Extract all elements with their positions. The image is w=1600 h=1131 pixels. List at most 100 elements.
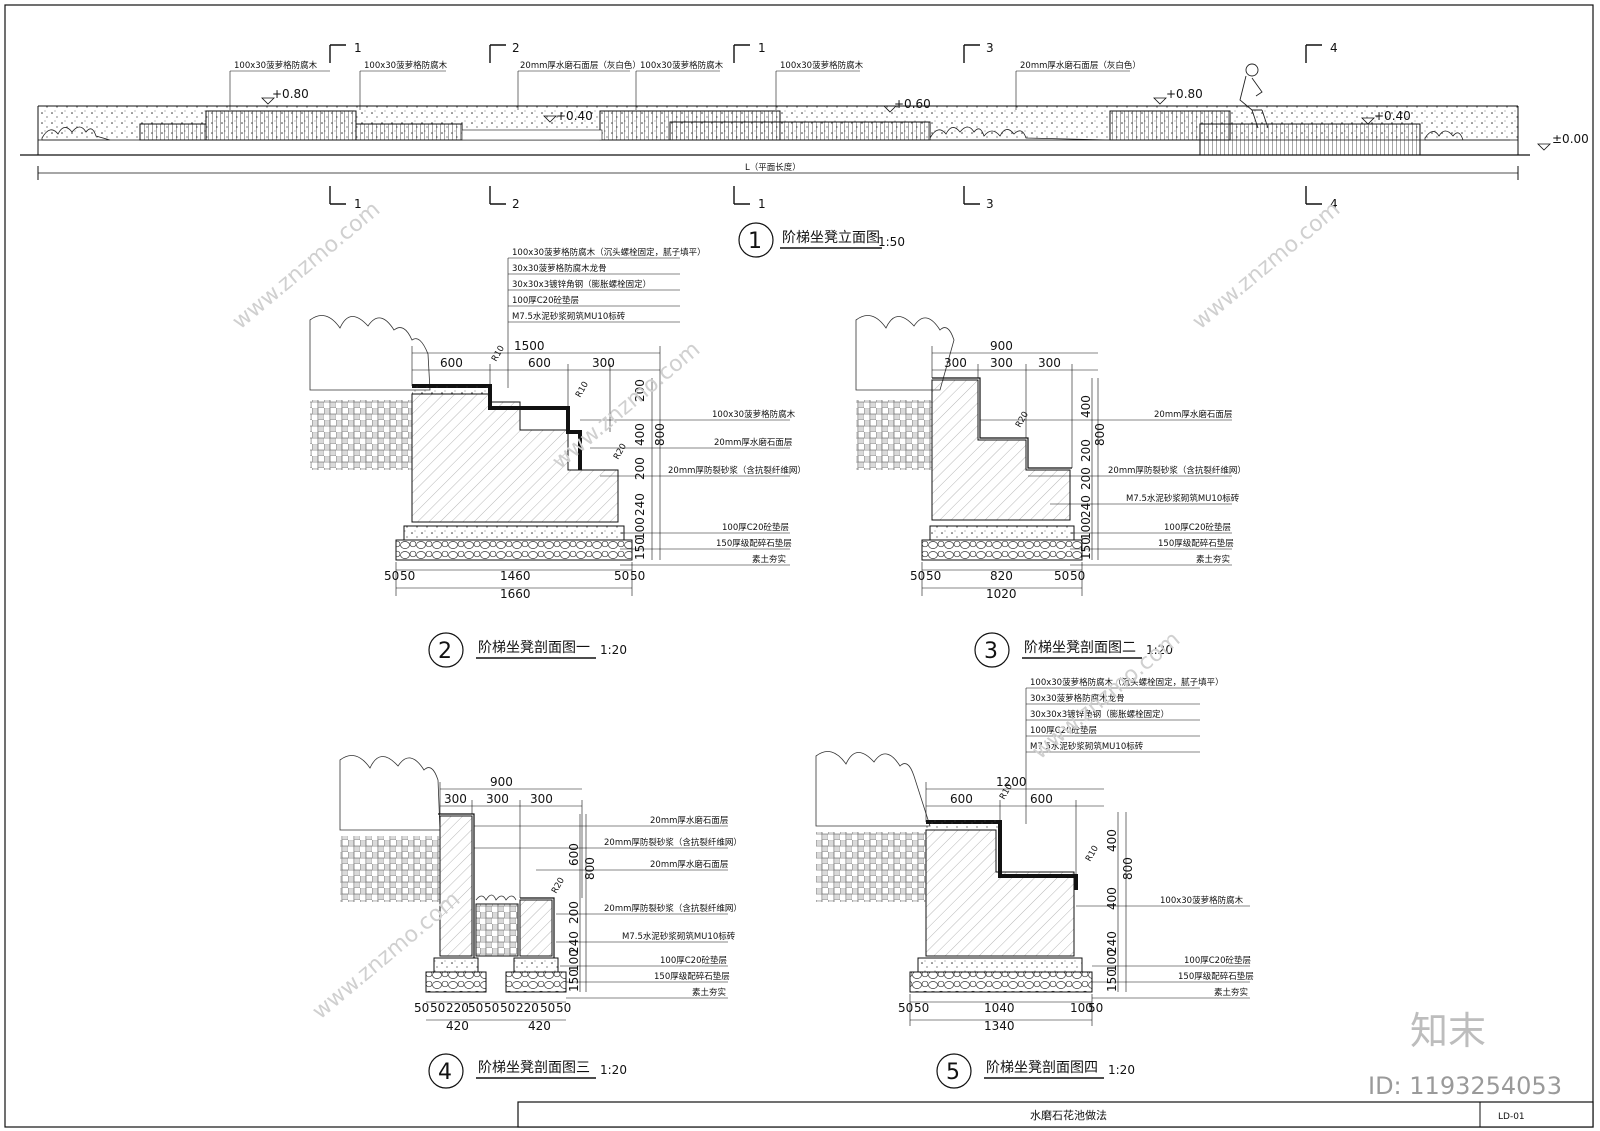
elev-note-1: 100x30菠萝格防腐木 [234,60,318,71]
s3-dim-900: 900 [490,775,513,789]
s4-v-150: 150 [1105,969,1119,992]
cut-mark-3-top: 3 [986,41,994,55]
s3-b-50a: 50 [414,1001,429,1015]
s1-b-50b: 50 [400,569,415,583]
s4-dim-600a: 600 [950,792,973,806]
s3-v-200: 200 [567,901,581,924]
level-080-a: +0.80 [272,87,309,101]
title-block: 水磨石花池做法 LD-01 [517,1101,1594,1128]
s2-note-2: 20mm厚防裂砂浆（含抗裂纤维网） [1108,465,1246,476]
s1-note-1: 100x30菠萝格防腐木 [712,409,796,420]
s4-note-2: 100厚C20砼垫层 [1184,955,1251,966]
s1-v-400: 400 [633,423,647,446]
s4-v-400b: 400 [1105,887,1119,910]
s1-scale: 1:20 [600,643,627,657]
s3-note-2: 20mm厚防裂砂浆（含抗裂纤维网） [604,837,742,848]
s1-b-50c: 50 [614,569,629,583]
s1-note-2: 20mm厚水磨石面层 [714,437,792,448]
s4-title-num: 5 [946,1060,960,1085]
watermark: www.znzmo.com www.znzmo.com www.znzmo.co… [228,197,1562,1100]
s2-note-6: 素土夯实 [1196,554,1230,565]
s1-stack-4: 100厚C20砼垫层 [512,295,579,306]
s2-note-4: 100厚C20砼垫层 [1164,522,1231,533]
s1-dim-1500: 1500 [514,339,545,353]
watermark-id: ID: 1193254053 [1368,1072,1562,1100]
s2-v-150: 150 [1079,537,1093,560]
s4-note-3: 150厚级配碎石垫层 [1178,971,1254,982]
s1-stack-1: 100x30菠萝格防腐木（沉头螺栓固定，腻子填平） [512,247,706,258]
s2-title: 阶梯坐凳剖面图二 [1024,640,1136,656]
s1-dim-300: 300 [592,356,615,370]
s3-title: 阶梯坐凳剖面图三 [478,1060,590,1076]
s2-note-1: 20mm厚水磨石面层 [1154,409,1232,420]
watermark-logo: 知末 [1410,1009,1486,1053]
s4-stack-4: 100厚C20砼垫层 [1030,725,1097,736]
watermark-site-1: www.znzmo.com [228,197,385,335]
level-040-a: +0.40 [556,109,593,123]
cut-mark-4-top: 4 [1330,41,1338,55]
s3-v-150: 150 [567,969,581,992]
s4-b-50b: 50 [914,1001,929,1015]
s4-note-4: 素土夯实 [1214,987,1248,998]
s4-dim-600b: 600 [1030,792,1053,806]
level-040-b: +0.40 [1374,109,1411,123]
s3-note-8: 素土夯实 [692,987,726,998]
s4-v-100: 100 [1105,949,1119,972]
s3-v-240: 240 [567,931,581,954]
s2-v-100: 100 [1079,517,1093,540]
section-1-drawing: 1500 600 600 300 200 400 800 200 240 100… [309,247,806,668]
s4-stack-2: 30x30菠萝格防腐木龙骨 [1030,693,1125,704]
s3-note-5: M7.5水泥砂浆砌筑MU10标砖 [622,931,736,942]
s2-note-5: 150厚级配碎石垫层 [1158,538,1234,549]
s3-b-50g: 50 [556,1001,571,1015]
section-3-drawing: 900 300 300 300 600 800 200 240 100 150 … [339,755,742,1089]
s3-note-7: 150厚级配碎石垫层 [654,971,730,982]
elevation-drawing: +0.80 +0.40 +0.60 +0.80 +0.40 ±0.00 100x… [20,41,1589,258]
s3-b-50b: 50 [430,1001,445,1015]
s1-v-200b: 200 [633,457,647,480]
s3-v-800: 800 [583,857,597,880]
s1-note-3: 20mm厚防裂砂浆（含抗裂纤维网） [668,465,806,476]
section-2-drawing: 900 300 300 300 400 800 200 200 240 100 … [855,315,1246,668]
cut-mark-2-top: 2 [512,41,520,55]
s4-b-1340: 1340 [984,1019,1015,1033]
s1-v-240: 240 [633,493,647,516]
person-figure [1239,63,1269,129]
s4-v-800: 800 [1121,857,1135,880]
s1-v-100: 100 [633,517,647,540]
s4-b-100: 100 [1070,1001,1093,1015]
watermark-site-2: www.znzmo.com [548,337,705,475]
s2-dim-300a: 300 [944,356,967,370]
s2-scale: 1:20 [1146,643,1173,657]
s2-v-240: 240 [1079,495,1093,518]
s1-b-1460: 1460 [500,569,531,583]
elev-note-2: 100x30菠萝格防腐木 [364,60,448,71]
s1-dim-600a: 600 [440,356,463,370]
watermark-site-3: www.znzmo.com [1188,197,1345,335]
s1-stack-3: 30x30x3镀锌角钢（膨胀螺栓固定） [512,279,651,290]
elev-note-5: 100x30菠萝格防腐木 [780,60,864,71]
s4-v-240: 240 [1105,931,1119,954]
s4-stack-3: 30x30x3镀锌角钢（膨胀螺栓固定） [1030,709,1169,720]
section-4-drawing: 1200 600 600 400 800 400 240 100 150 50 … [815,677,1254,1089]
s3-b-220b: 220 [516,1001,539,1015]
s4-b-1040: 1040 [984,1001,1015,1015]
s4-scale: 1:20 [1108,1063,1135,1077]
s3-b-50e: 50 [500,1001,515,1015]
s4-note-1: 100x30菠萝格防腐木 [1160,895,1244,906]
s1-note-4: 100厚C20砼垫层 [722,522,789,533]
elev-note-6: 20mm厚水磨石面层（灰白色） [1020,60,1141,71]
s2-v-400: 400 [1079,395,1093,418]
s1-b-1660: 1660 [500,587,531,601]
s3-b-50d: 50 [484,1001,499,1015]
s3-scale: 1:20 [600,1063,627,1077]
cut-mark-2-bottom: 2 [512,197,520,211]
s2-b-50c: 50 [1054,569,1069,583]
level-080-b: +0.80 [1166,87,1203,101]
s1-note-5: 150厚级配碎石垫层 [716,538,792,549]
cut-mark-1-bottom: 1 [354,197,362,211]
s2-b-50d: 50 [1070,569,1085,583]
s3-b-420a: 420 [446,1019,469,1033]
s1-b-50d: 50 [630,569,645,583]
